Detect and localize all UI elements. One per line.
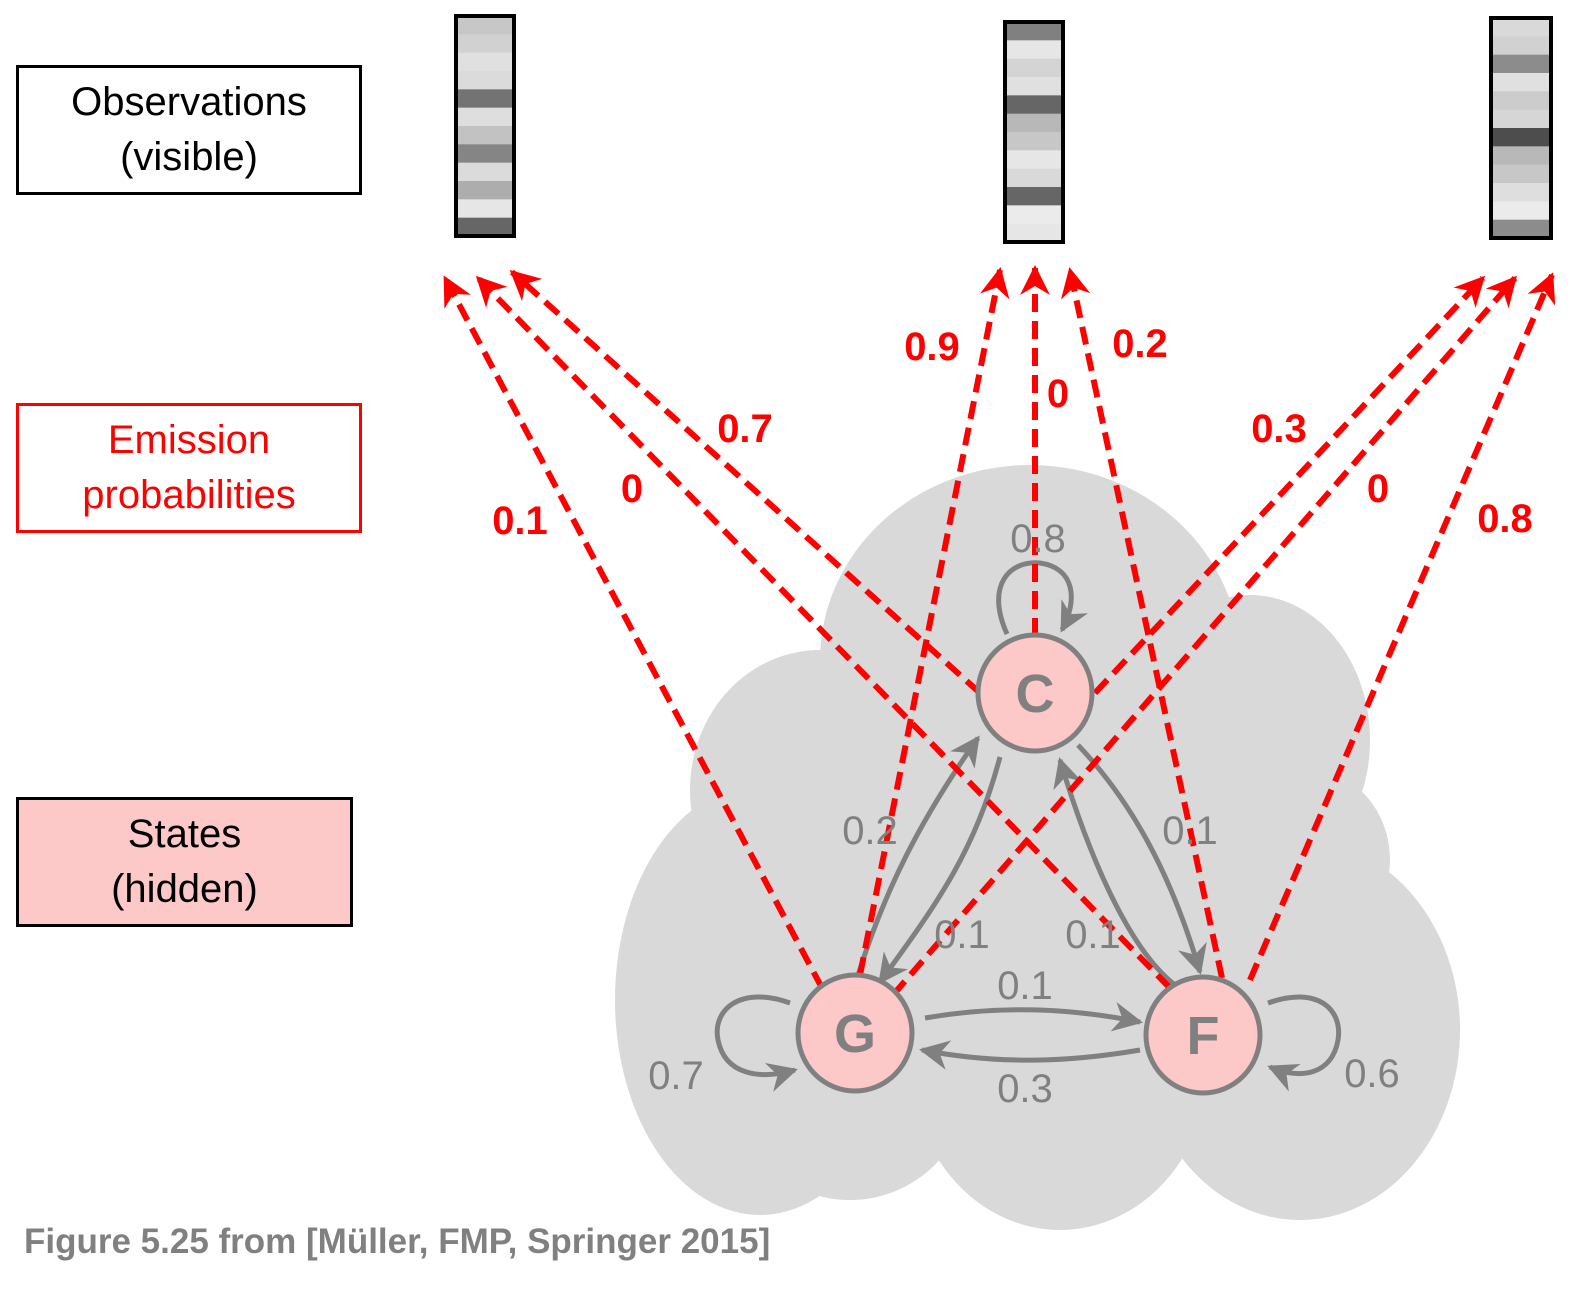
observation-bin [1491, 164, 1551, 184]
observation-bin [456, 89, 514, 109]
observation-bin [1491, 201, 1551, 221]
state-node-F: F [1143, 974, 1263, 1096]
state-node-G: G [795, 972, 915, 1094]
observation-bin [1005, 168, 1063, 188]
transition-label-G-C: 0.2 [842, 809, 898, 853]
state-node-C: C [975, 632, 1095, 754]
legend-observations-line1: Observations [71, 80, 307, 124]
observation-frame [1003, 20, 1065, 244]
observation-bin [1005, 132, 1063, 151]
figure-caption: Figure 5.25 from [Müller, FMP, Springer … [24, 1222, 771, 1261]
observation-bin [1491, 219, 1551, 239]
observation-bin [1005, 223, 1063, 243]
transition-arrow-C-G [877, 756, 1003, 985]
observation-frame [1489, 16, 1553, 240]
emission-label-F-obs3: 0.8 [1477, 497, 1533, 541]
observation-bin [456, 126, 514, 145]
legend-emission-line2: probabilities [82, 473, 296, 517]
observation-bin [1491, 18, 1551, 37]
transition-arrow-C-F [1076, 743, 1207, 975]
observation-bin [1005, 40, 1063, 60]
observation-bin [1491, 146, 1551, 166]
observation-bin [456, 107, 514, 127]
observation-bin [1005, 77, 1063, 96]
observation-obs2 [1003, 20, 1065, 244]
legend-emission: Emission probabilities [16, 403, 362, 533]
observation-bin [1491, 91, 1551, 111]
transition-label-G-F: 0.1 [997, 964, 1053, 1008]
observation-bin [1005, 150, 1063, 170]
emission-label-C-obs3: 0.3 [1251, 407, 1307, 451]
observation-bin [1491, 128, 1551, 147]
observation-frame [454, 14, 516, 238]
emission-label-F-obs2: 0.2 [1112, 322, 1168, 366]
legend-states: States (hidden) [16, 797, 353, 927]
emission-label-F-obs1: 0 [621, 467, 643, 511]
observation-bin [1005, 205, 1063, 225]
observation-bin [456, 181, 514, 200]
observation-bin [1005, 58, 1063, 78]
observation-bin [1005, 187, 1063, 206]
transition-arrow-F-F [1267, 994, 1342, 1092]
observation-bin [456, 71, 514, 90]
state-circle [975, 632, 1095, 754]
observation-bin [456, 217, 514, 237]
legend-emission-line1: Emission [107, 418, 271, 462]
observation-bin [456, 52, 514, 72]
emission-arrow-G-obs3 [890, 275, 1518, 997]
observation-bin [1491, 73, 1551, 92]
emission-label-C-obs2: 0 [1047, 372, 1069, 416]
transition-arrow-G-F [924, 1001, 1143, 1032]
legend-observations: Observations (visible) [16, 65, 362, 195]
observation-bin [456, 144, 514, 164]
emission-label-C-obs1: 0.7 [717, 407, 773, 451]
emission-label-G-obs3: 0 [1367, 467, 1389, 511]
legend-observations-line2: (visible) [120, 135, 258, 179]
state-label: G [834, 1004, 876, 1064]
emission-arrow-F-obs1 [475, 275, 1173, 991]
observation-bin [456, 16, 514, 35]
observation-bin [1491, 109, 1551, 129]
emission-arrow-F-obs2 [1061, 267, 1225, 979]
legend-states-line1: States [127, 812, 242, 856]
observation-obs1 [454, 14, 516, 238]
state-label: C [1016, 664, 1055, 724]
observation-bin [1491, 36, 1551, 56]
transition-arrow-F-G [919, 1040, 1141, 1070]
state-circle [1143, 974, 1263, 1096]
observation-bin [456, 199, 514, 219]
observation-bin [456, 34, 514, 54]
observation-bin [1491, 183, 1551, 202]
observation-bin [1005, 113, 1063, 133]
transition-arrow-C-C [996, 560, 1088, 636]
emission-arrow-G-obs2 [857, 267, 1010, 976]
emission-arrow-F-obs3 [1247, 272, 1556, 982]
transition-label-F-C: 0.1 [1065, 913, 1121, 957]
transition-label-F-G: 0.3 [997, 1067, 1053, 1111]
transition-arrow-F-C [1053, 757, 1177, 987]
transition-arrow-G-G [714, 994, 798, 1092]
transition-label-C-F: 0.1 [1162, 809, 1218, 853]
transition-label-C-G: 0.1 [934, 913, 990, 957]
observation-bin [1005, 95, 1063, 115]
emission-label-G-obs1: 0.1 [492, 499, 548, 543]
transition-label-G-G: 0.7 [648, 1054, 704, 1098]
observation-bin [1005, 22, 1063, 41]
emission-arrow-C-obs1 [509, 269, 983, 696]
observation-obs3 [1489, 16, 1553, 240]
transition-label-F-F: 0.6 [1344, 1052, 1400, 1096]
emission-arrow-C-obs3 [1092, 275, 1486, 696]
emission-label-G-obs2: 0.9 [904, 325, 960, 369]
legend-states-line2: (hidden) [111, 867, 258, 911]
state-circle [795, 972, 915, 1094]
state-label: F [1187, 1006, 1220, 1066]
transition-label-C-C: 0.8 [1010, 517, 1066, 561]
observation-bin [456, 162, 514, 182]
observation-bin [1491, 54, 1551, 74]
